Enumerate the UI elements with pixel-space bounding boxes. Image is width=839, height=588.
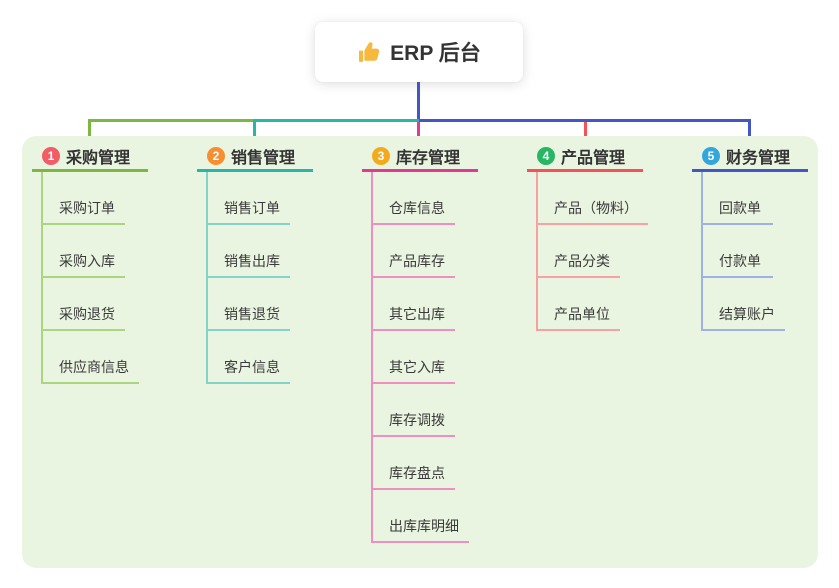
connector-branch-3-drop	[417, 122, 420, 147]
connector-branch-4-drop	[584, 122, 587, 147]
connector-branch-2-drop	[253, 119, 256, 147]
branch-2-title[interactable]: 2 销售管理	[197, 147, 313, 172]
mindmap-node[interactable]: 销售退货	[208, 278, 290, 331]
branch-product: 4 产品管理 产品（物料） 产品分类 产品单位	[527, 147, 667, 331]
mindmap-node[interactable]: 产品单位	[538, 278, 620, 331]
mindmap-node[interactable]: 供应商信息	[43, 331, 139, 384]
branch-5-number-badge: 5	[702, 147, 720, 165]
branch-3-children: 仓库信息 产品库存 其它出库 其它入库 库存调拨 库存盘点 出库库明细	[371, 172, 502, 543]
mindmap-node[interactable]: 仓库信息	[373, 172, 455, 225]
branch-inventory: 3 库存管理 仓库信息 产品库存 其它出库 其它入库 库存调拨 库存盘点 出库库…	[362, 147, 502, 543]
branch-4-title[interactable]: 4 产品管理	[527, 147, 643, 172]
branch-purchase: 1 采购管理 采购订单 采购入库 采购退货 供应商信息	[32, 147, 172, 384]
branch-1-title-label: 采购管理	[66, 150, 131, 167]
branch-5-title-label: 财务管理	[726, 150, 791, 167]
branch-2-title-label: 销售管理	[231, 150, 296, 167]
thumbs-up-icon	[359, 42, 380, 62]
mindmap-node[interactable]: 结算账户	[703, 278, 785, 331]
trunk-connector	[417, 82, 420, 122]
branch-3-number-badge: 3	[372, 147, 390, 165]
mindmap-node[interactable]: 付款单	[703, 225, 773, 278]
mindmap-panel	[22, 136, 818, 568]
mindmap-node[interactable]: 销售出库	[208, 225, 290, 278]
mindmap-node[interactable]: 销售订单	[208, 172, 290, 225]
branch-2-children: 销售订单 销售出库 销售退货 客户信息	[206, 172, 337, 384]
mindmap-node[interactable]: 采购订单	[43, 172, 125, 225]
mindmap-node[interactable]: 回款单	[703, 172, 773, 225]
connector-branch-1-h	[88, 119, 255, 122]
branch-1-title[interactable]: 1 采购管理	[32, 147, 148, 172]
branch-4-title-label: 产品管理	[561, 150, 626, 167]
mindmap-node[interactable]: 产品分类	[538, 225, 620, 278]
connector-branch-5-h	[419, 119, 751, 122]
branch-3-title-label: 库存管理	[396, 150, 461, 167]
mindmap-node[interactable]: 库存调拨	[373, 384, 455, 437]
mindmap-node[interactable]: 出库库明细	[373, 490, 469, 543]
mindmap-node[interactable]: 其它入库	[373, 331, 455, 384]
branch-5-children: 回款单 付款单 结算账户	[701, 172, 832, 331]
branch-5-title[interactable]: 5 财务管理	[692, 147, 808, 172]
mindmap-node[interactable]: 产品（物料）	[538, 172, 648, 225]
mindmap-node[interactable]: 产品库存	[373, 225, 455, 278]
branch-2-number-badge: 2	[207, 147, 225, 165]
branch-4-children: 产品（物料） 产品分类 产品单位	[536, 172, 667, 331]
root-node-label: ERP 后台	[390, 42, 481, 65]
branch-finance: 5 财务管理 回款单 付款单 结算账户	[692, 147, 832, 331]
mindmap-node[interactable]: 库存盘点	[373, 437, 455, 490]
branch-sales: 2 销售管理 销售订单 销售出库 销售退货 客户信息	[197, 147, 337, 384]
mindmap-node[interactable]: 客户信息	[208, 331, 290, 384]
mindmap-node[interactable]: 采购退货	[43, 278, 125, 331]
mindmap-node[interactable]: 采购入库	[43, 225, 125, 278]
root-node-erp[interactable]: ERP 后台	[315, 22, 523, 82]
branch-3-title[interactable]: 3 库存管理	[362, 147, 478, 172]
mindmap-node[interactable]: 其它出库	[373, 278, 455, 331]
branch-4-number-badge: 4	[537, 147, 555, 165]
branch-1-number-badge: 1	[42, 147, 60, 165]
branch-1-children: 采购订单 采购入库 采购退货 供应商信息	[41, 172, 172, 384]
connector-branch-5-drop	[748, 119, 751, 146]
connector-branch-2-h	[253, 119, 419, 122]
connector-branch-1-drop	[88, 119, 91, 147]
